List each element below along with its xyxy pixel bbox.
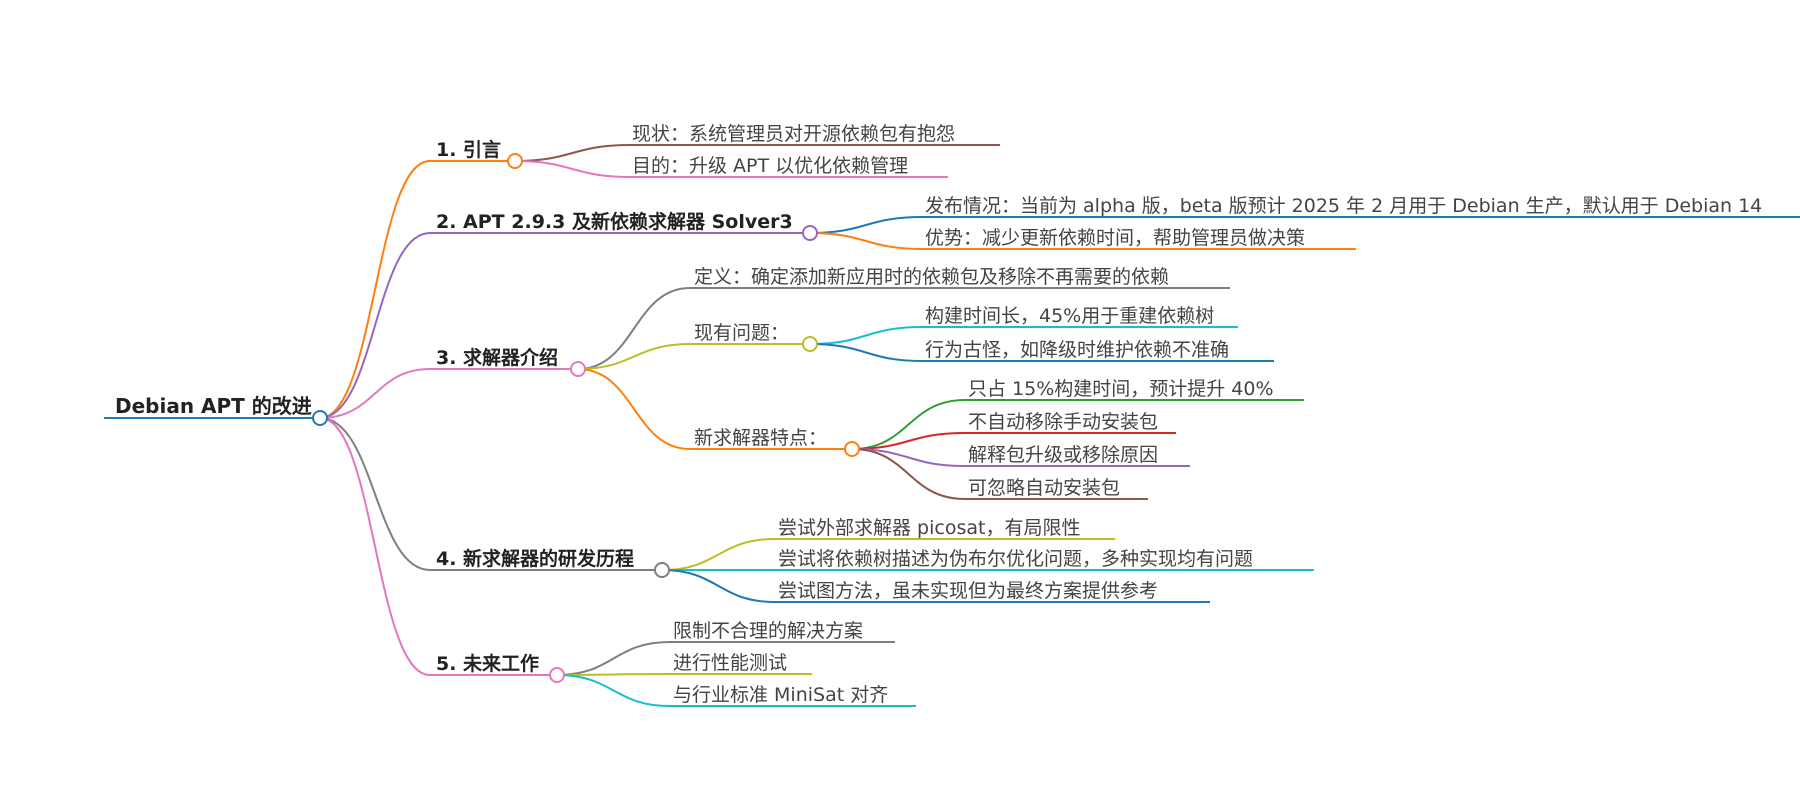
connector-c4-1	[556, 673, 671, 676]
leaf-node-c4-1[interactable]: 进行性能测试	[670, 652, 812, 675]
connector-c2-2-2	[851, 448, 966, 467]
collapse-toggle-icon[interactable]	[549, 667, 565, 683]
connector-c3-2	[661, 569, 776, 603]
connector-c2-2-0	[851, 399, 966, 450]
node-label: 构建时间长，45%用于重建依赖树	[925, 305, 1214, 327]
node-label: 定义：确定添加新应用时的依赖包及移除不再需要的依赖	[694, 266, 1169, 288]
connector-c2-2-1	[851, 432, 966, 450]
connector-c4-0	[556, 641, 671, 676]
connector-c1-0	[809, 216, 923, 234]
branch-node-c2[interactable]: 3. 求解器介绍	[430, 346, 586, 377]
node-label: Debian APT 的改进	[115, 394, 312, 418]
collapse-toggle-icon[interactable]	[802, 225, 818, 241]
connector-c0-0	[514, 144, 631, 162]
node-layer: Debian APT 的改进 1. 引言 现状：系统管理员对开源依赖包有抱怨目的：升…	[104, 123, 1800, 707]
connector-layer	[319, 144, 966, 707]
collapse-toggle-icon[interactable]	[312, 410, 328, 426]
leaf-node-c2-2-2[interactable]: 解释包升级或移除原因	[965, 444, 1190, 467]
leaf-node-c2-1-0[interactable]: 构建时间长，45%用于重建依赖树	[922, 305, 1238, 328]
node-label: 目的：升级 APT 以优化依赖管理	[632, 155, 908, 177]
leaf-node-c2-2-0[interactable]: 只占 15%构建时间，预计提升 40%	[965, 378, 1304, 401]
node-label: 行为古怪，如降级时维护依赖不准确	[925, 339, 1229, 361]
node-label: 优势：减少更新依赖时间，帮助管理员做决策	[925, 227, 1305, 249]
leaf-node-c2-0[interactable]: 定义：确定添加新应用时的依赖包及移除不再需要的依赖	[690, 266, 1230, 289]
node-label: 4. 新求解器的研发历程	[436, 547, 634, 570]
connector-c2-2-3	[851, 448, 966, 500]
connector-c2	[319, 368, 431, 419]
node-label: 解释包升级或移除原因	[968, 444, 1158, 466]
root-node[interactable]: Debian APT 的改进	[104, 394, 328, 426]
leaf-node-c4-0[interactable]: 限制不合理的解决方案	[670, 620, 895, 643]
connector-c3	[319, 417, 431, 571]
leaf-node-c0-1[interactable]: 目的：升级 APT 以优化依赖管理	[630, 155, 948, 178]
node-label: 2. APT 2.9.3 及新依赖求解器 Solver3	[436, 210, 793, 233]
leaf-node-c3-2[interactable]: 尝试图方法，虽未实现但为最终方案提供参考	[775, 580, 1210, 603]
node-label: 3. 求解器介绍	[436, 346, 558, 369]
node-label: 限制不合理的解决方案	[673, 620, 863, 642]
leaf-node-c3-1[interactable]: 尝试将依赖树描述为伪布尔优化问题，多种实现均有问题	[775, 548, 1314, 571]
branch-node-c1[interactable]: 2. APT 2.9.3 及新依赖求解器 Solver3	[430, 210, 818, 241]
node-label: 尝试将依赖树描述为伪布尔优化问题，多种实现均有问题	[778, 548, 1253, 570]
connector-c2-0	[577, 287, 691, 370]
connector-c1-1	[809, 232, 923, 250]
connector-c3-0	[661, 538, 776, 571]
collapse-toggle-icon[interactable]	[507, 153, 523, 169]
leaf-node-c2-2-1[interactable]: 不自动移除手动安装包	[965, 411, 1176, 434]
leaf-node-c2-1[interactable]: 现有问题：	[690, 322, 818, 352]
node-label: 发布情况：当前为 alpha 版，beta 版预计 2025 年 2 月用于 D…	[925, 195, 1762, 217]
collapse-toggle-icon[interactable]	[844, 441, 860, 457]
node-label: 尝试外部求解器 picosat，有局限性	[778, 517, 1080, 539]
leaf-node-c4-2[interactable]: 与行业标准 MiniSat 对齐	[670, 684, 916, 707]
connector-c4-2	[556, 674, 671, 707]
node-label: 进行性能测试	[673, 652, 787, 674]
leaf-node-c2-2-3[interactable]: 可忽略自动安装包	[965, 477, 1148, 500]
collapse-toggle-icon[interactable]	[802, 336, 818, 352]
node-label: 5. 未来工作	[436, 652, 539, 675]
connector-c0	[319, 160, 431, 419]
node-label: 现有问题：	[694, 322, 789, 344]
node-label: 与行业标准 MiniSat 对齐	[673, 684, 888, 706]
leaf-node-c3-0[interactable]: 尝试外部求解器 picosat，有局限性	[775, 517, 1115, 540]
node-label: 尝试图方法，虽未实现但为最终方案提供参考	[778, 580, 1158, 602]
connector-c4	[319, 417, 431, 676]
leaf-node-c2-1-1[interactable]: 行为古怪，如降级时维护依赖不准确	[922, 339, 1274, 362]
connector-c1	[319, 232, 431, 419]
node-label: 新求解器特点：	[694, 427, 827, 449]
branch-node-c4[interactable]: 5. 未来工作	[430, 652, 565, 683]
node-label: 现状：系统管理员对开源依赖包有抱怨	[632, 123, 955, 145]
leaf-node-c0-0[interactable]: 现状：系统管理员对开源依赖包有抱怨	[630, 123, 1000, 146]
branch-node-c3[interactable]: 4. 新求解器的研发历程	[430, 547, 670, 578]
connector-c0-1	[514, 160, 631, 178]
node-label: 1. 引言	[436, 138, 501, 161]
collapse-toggle-icon[interactable]	[654, 562, 670, 578]
node-label: 只占 15%构建时间，预计提升 40%	[968, 378, 1274, 400]
node-label: 可忽略自动安装包	[968, 477, 1120, 499]
leaf-node-c1-1[interactable]: 优势：减少更新依赖时间，帮助管理员做决策	[922, 227, 1356, 250]
connector-c2-1-0	[809, 326, 923, 345]
connector-c2-2	[577, 368, 691, 450]
branch-node-c0[interactable]: 1. 引言	[430, 138, 523, 169]
leaf-node-c2-2[interactable]: 新求解器特点：	[690, 427, 860, 457]
connector-c2-1	[577, 343, 691, 370]
collapse-toggle-icon[interactable]	[570, 361, 586, 377]
leaf-node-c1-0[interactable]: 发布情况：当前为 alpha 版，beta 版预计 2025 年 2 月用于 D…	[922, 195, 1800, 218]
node-label: 不自动移除手动安装包	[968, 411, 1158, 433]
connector-c2-1-1	[809, 343, 923, 362]
